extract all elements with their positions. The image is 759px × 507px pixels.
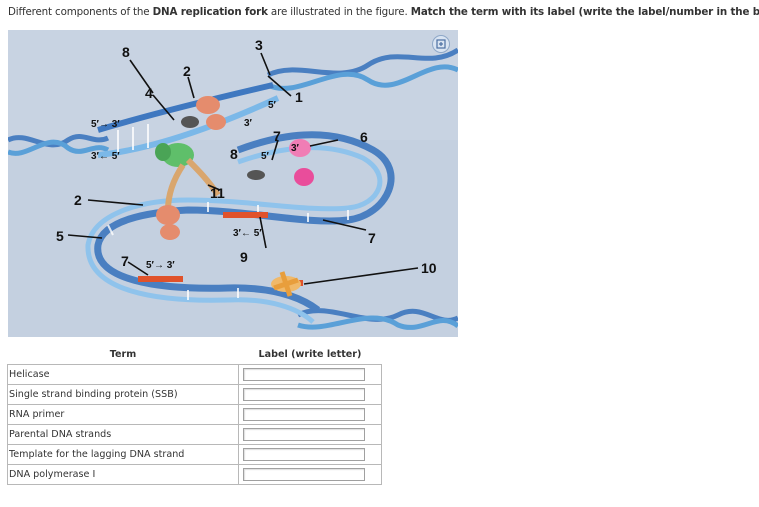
polarity-left-top: 5′→ 3′ [91,119,120,130]
question-text: Different components of the DNA replicat… [8,6,758,18]
label-8b: 8 [230,146,238,162]
protein-2 [196,96,220,114]
label-7b: 7 [368,230,376,246]
label-6: 6 [360,129,368,145]
answer-input-polymerase-i[interactable] [243,468,365,481]
answer-input-rna-primer[interactable] [243,408,365,421]
polarity-left-bottom: 3′← 5′ [91,151,120,162]
table-row: Template for the lagging DNA strand [8,445,382,465]
polarity-5: 5′ [261,151,270,162]
question-bold: DNA replication fork [153,6,268,18]
table-row: Single strand binding protein (SSB) [8,385,382,405]
table-header: Term Label (write letter) [8,344,382,365]
header-term: Term [8,344,239,365]
protein-2 [206,114,226,130]
question-part: are illustrated in the figure. [268,6,411,18]
rna-primer [138,276,183,282]
answer-cell [239,385,382,405]
term-cell: DNA polymerase I [8,465,239,485]
answer-cell [239,405,382,425]
zoom-icon[interactable] [432,35,450,53]
replication-fork-figure: 8 2 3 1 4 7 8 6 11 2 5 7 9 7 10 5′→ 3′ 3… [8,30,458,337]
polarity-mid-5: 5′ [268,100,277,111]
term-cell: Template for the lagging DNA strand [8,445,239,465]
protein-6 [294,168,314,186]
polarity-3: 3′ [291,143,300,154]
protein-polymerase [160,224,180,240]
rna-primer [223,212,268,218]
label-7c: 7 [121,253,129,269]
label-5: 5 [56,228,64,244]
polarity-bottom: 5′→ 3′ [146,260,175,271]
header-label: Label (write letter) [239,344,382,365]
table-row: DNA polymerase I [8,465,382,485]
label-4: 4 [145,85,153,101]
term-cell: Parental DNA strands [8,425,239,445]
table-row: RNA primer [8,405,382,425]
zoom-icon-glyph [436,39,446,49]
polarity-lagging: 3′← 5′ [233,228,262,239]
table-row: Parental DNA strands [8,425,382,445]
answer-input-parental[interactable] [243,428,365,441]
table-row: Helicase [8,365,382,385]
figure-drawing: 8 2 3 1 4 7 8 6 11 2 5 7 9 7 10 5′→ 3′ 3… [8,30,458,337]
answer-input-lagging-template[interactable] [243,448,365,461]
answer-cell [239,425,382,445]
term-cell: RNA primer [8,405,239,425]
label-2: 2 [183,63,191,79]
term-cell: Helicase [8,365,239,385]
protein-4 [181,116,199,128]
term-cell: Single strand binding protein (SSB) [8,385,239,405]
match-table: Term Label (write letter) Helicase Singl… [7,344,382,485]
protein-helicase [155,143,171,161]
clamp [247,170,265,180]
label-9: 9 [240,249,248,265]
answer-input-helicase[interactable] [243,368,365,381]
answer-cell [239,465,382,485]
label-1: 1 [295,89,303,105]
label-8: 8 [122,44,130,60]
answer-cell [239,365,382,385]
question-part: Different components of the [8,6,153,18]
label-3: 3 [255,37,263,53]
answer-cell [239,445,382,465]
protein-polymerase [156,205,180,225]
label-7a: 7 [273,128,281,144]
answer-input-ssb[interactable] [243,388,365,401]
label-11: 11 [210,185,225,201]
label-10: 10 [421,260,437,276]
question-bold: Match the term with its label (write the… [411,6,759,18]
polarity-mid-3: 3′ [244,118,253,129]
label-2b: 2 [74,192,82,208]
